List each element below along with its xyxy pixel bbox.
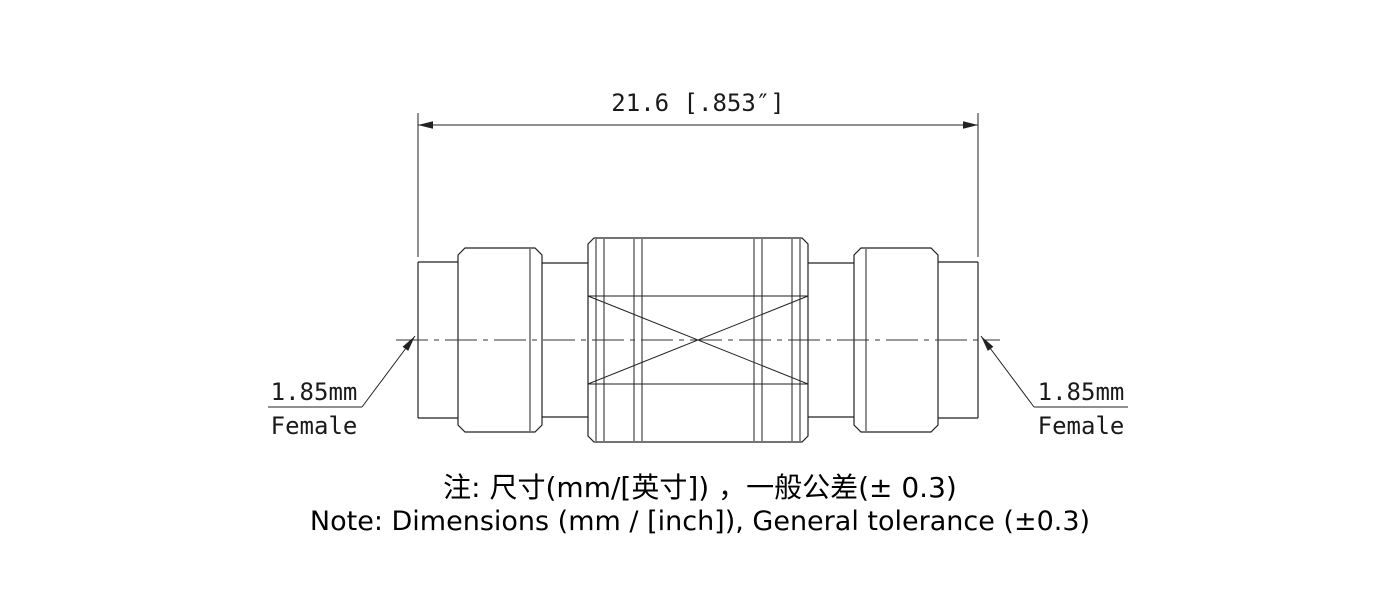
note-line-chinese: 注: 尺寸(mm/[英寸]) ，一般公差(± 0.3) [443,471,957,504]
left-leader-arrow [402,336,415,351]
left-connector-gender-label: Female [271,412,358,440]
top-dimension: 21.6 [.853″] [417,89,979,257]
left-connector-size-label: 1.85mm [271,378,358,406]
notes: 注: 尺寸(mm/[英寸]) ，一般公差(± 0.3) Note: Dimens… [310,471,1090,537]
dimension-arrow-left [418,121,433,129]
overall-length-dimension: 21.6 [.853″] [611,89,784,117]
left-nut-outline [457,247,543,433]
left-coupling-nut [457,247,543,433]
right-leader-label: 1.85mm Female [980,335,1128,440]
right-nut-outline [853,247,939,433]
right-connector-gender-label: Female [1038,412,1125,440]
right-connector-size-label: 1.85mm [1038,378,1125,406]
center-body-outline [587,237,809,443]
note-line-english: Note: Dimensions (mm / [inch]), General … [310,506,1090,537]
right-leader-arrow [981,336,994,351]
left-leader-label: 1.85mm Female [268,335,416,440]
dimension-arrow-right [963,121,978,129]
